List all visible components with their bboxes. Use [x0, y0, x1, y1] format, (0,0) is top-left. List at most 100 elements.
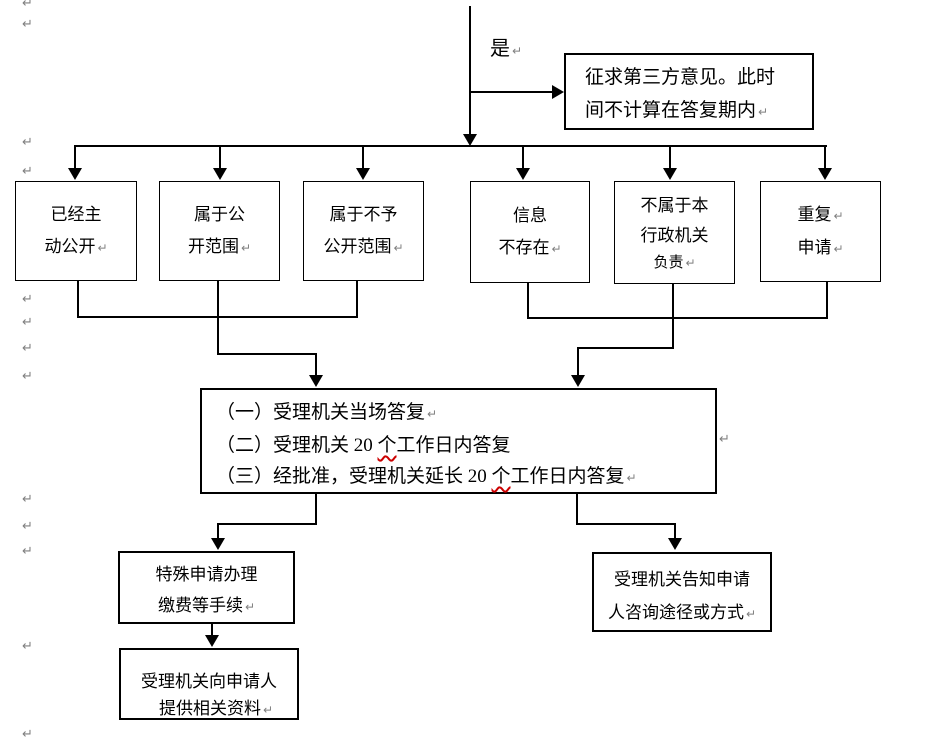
paragraph-mark: ↵: [244, 600, 256, 614]
box-text-line: 申请↵: [797, 237, 844, 257]
arrowhead-down: [205, 635, 219, 647]
connector-line: [211, 624, 213, 637]
arrowhead-down: [571, 375, 585, 387]
connector-line: [669, 147, 671, 169]
connector-line: [315, 494, 317, 524]
box-text-line: 属于不予: [329, 204, 398, 224]
paragraph-mark: ↵: [22, 519, 33, 534]
box-text-line: 不存在↵: [498, 237, 562, 257]
paragraph-mark: ↵: [22, 135, 33, 150]
third-party-opinion-box: 征求第三方意见。此时 间不计算在答复期内↵: [564, 53, 814, 130]
arrowhead-down: [668, 538, 682, 550]
box-text-line: 提供相关资料↵: [158, 699, 274, 718]
connector-line: [577, 347, 579, 376]
connector-line: [672, 284, 674, 349]
connector-line: [576, 523, 676, 525]
box-text-line: 受理机关向申请人: [141, 672, 277, 691]
box-text-line: 受理机关告知申请: [614, 570, 750, 589]
paragraph-mark: ↵: [833, 241, 844, 256]
branch-box-within-disclosure: 属于公 开范围↵: [159, 181, 280, 281]
paragraph-mark: ↵: [22, 164, 33, 179]
arrowhead-down: [818, 168, 832, 180]
box-text-line: 重复↵: [797, 204, 844, 224]
branch-box-not-this-agency: 不属于本 行政机关 负责↵: [614, 181, 735, 284]
paragraph-mark: ↵: [22, 369, 33, 384]
connector-line: [217, 281, 219, 355]
box-text-line: 负责↵: [653, 254, 696, 271]
connector-line: [74, 145, 827, 147]
box-text-line: （三）经批准，受理机关延长 20 个工作日内答复↵: [216, 466, 637, 487]
connector-line: [522, 147, 524, 169]
paragraph-mark: ↵: [551, 241, 562, 256]
paragraph-mark: ↵: [262, 703, 274, 717]
box-text-line: 信息: [513, 205, 547, 225]
connector-line: [217, 523, 219, 540]
connector-line: [469, 6, 471, 134]
box-text-line: 间不计算在答复期内↵: [585, 100, 769, 121]
paragraph-mark: ↵: [427, 407, 438, 421]
box-text-line: 征求第三方意见。此时: [585, 67, 776, 88]
paragraph-mark: ↵: [719, 432, 730, 447]
connector-line: [219, 147, 221, 169]
branch-box-already-disclosed: 已经主 动公开↵: [15, 181, 137, 281]
yes-label: 是↵: [490, 38, 523, 60]
connector-line: [217, 353, 317, 355]
connector-line: [77, 281, 79, 317]
connector-line: [527, 283, 529, 318]
paragraph-mark: ↵: [22, 0, 33, 11]
connector-line: [826, 282, 828, 318]
paragraph-mark: ↵: [22, 492, 33, 507]
box-text-line: 属于公: [194, 204, 245, 224]
paragraph-mark: ↵: [22, 341, 33, 356]
connector-line: [674, 523, 676, 540]
arrowhead-down: [516, 168, 530, 180]
arrowhead-down: [663, 168, 677, 180]
box-text-line: 不属于本: [640, 195, 709, 215]
connector-line: [470, 91, 552, 93]
paragraph-mark: ↵: [393, 240, 404, 255]
inform-applicant-box: 受理机关告知申请 人咨询途径或方式↵: [592, 552, 772, 632]
special-procedures-box: 特殊申请办理 缴费等手续↵: [118, 551, 295, 624]
connector-line: [356, 281, 358, 317]
paragraph-mark: ↵: [22, 639, 33, 654]
connector-line: [576, 494, 578, 524]
connector-line: [74, 147, 76, 169]
arrowhead-down: [356, 168, 370, 180]
arrowhead-right: [552, 85, 564, 99]
paragraph-mark: ↵: [22, 292, 33, 307]
connector-line: [577, 347, 674, 349]
paragraph-mark: ↵: [240, 240, 252, 255]
box-text-line: 公开范围↵: [323, 236, 404, 256]
connector-line: [527, 317, 828, 319]
paragraph-mark: ↵: [745, 607, 757, 621]
connector-line: [824, 147, 826, 169]
arrowhead-down: [211, 538, 225, 550]
box-text-line: 特殊申请办理: [155, 565, 258, 584]
paragraph-mark: ↵: [22, 544, 33, 559]
paragraph-mark: ↵: [685, 255, 696, 270]
branch-box-info-not-exist: 信息 不存在↵: [470, 181, 590, 283]
paragraph-mark: ↵: [626, 471, 637, 485]
branch-box-repeat-application: 重复↵ 申请↵: [760, 181, 881, 282]
connector-line: [362, 147, 364, 169]
answer-methods-box: （一）受理机关当场答复↵ （二）受理机关 20 个工作日内答复 （三）经批准，受…: [200, 388, 717, 494]
paragraph-mark: ↵: [97, 240, 108, 255]
box-text-line: 缴费等手续↵: [157, 596, 256, 615]
box-text-line: 人咨询途径或方式↵: [607, 603, 757, 622]
arrowhead-down: [463, 134, 477, 146]
box-text-line: （一）受理机关当场答复↵: [216, 402, 438, 423]
spellcheck-word: 个: [377, 435, 397, 456]
paragraph-mark: ↵: [22, 315, 33, 330]
arrowhead-down: [213, 168, 227, 180]
arrowhead-down: [68, 168, 82, 180]
box-text-line: （二）受理机关 20 个工作日内答复: [216, 435, 511, 456]
paragraph-mark: ↵: [512, 44, 523, 58]
branch-box-non-disclosure: 属于不予 公开范围↵: [303, 181, 424, 281]
box-text-line: 动公开↵: [44, 236, 108, 256]
connector-line: [217, 523, 317, 525]
connector-line: [315, 353, 317, 376]
provide-materials-box: 受理机关向申请人 提供相关资料↵: [119, 648, 299, 720]
paragraph-mark: ↵: [833, 208, 844, 223]
box-text-line: 开范围↵: [187, 236, 252, 256]
